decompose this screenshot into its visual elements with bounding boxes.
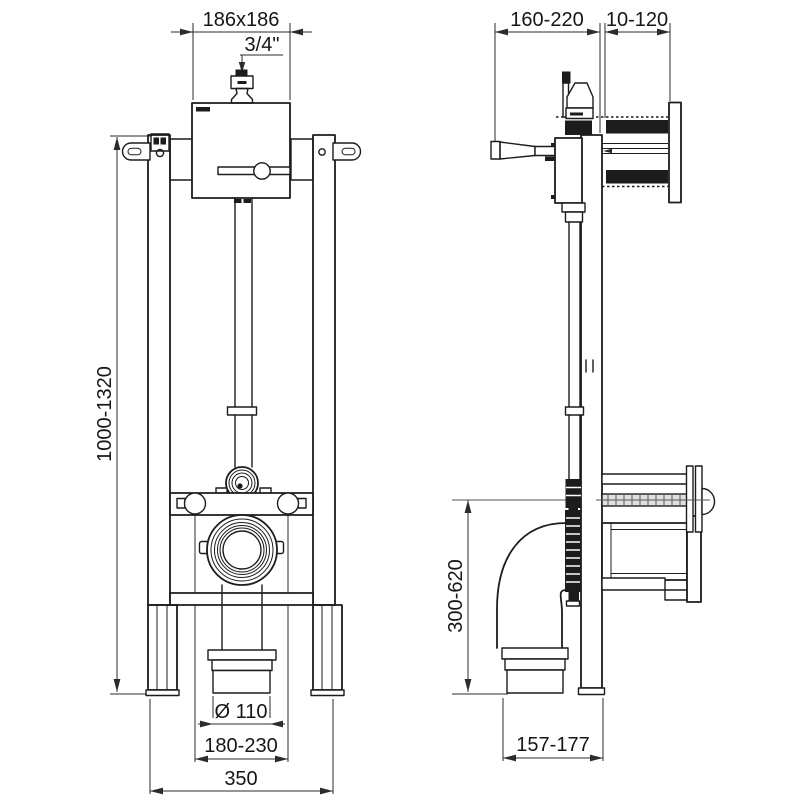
dim-bracket-depth: 160-220 <box>495 9 600 36</box>
bracket-bolt <box>318 148 326 156</box>
dome-cap <box>701 487 716 516</box>
lower-crossbar <box>169 592 314 606</box>
arrowhead <box>200 720 213 728</box>
foot-plate <box>310 689 345 697</box>
foot-plate <box>145 689 180 697</box>
arrowhead <box>590 754 603 762</box>
wall-flange-top <box>668 101 682 204</box>
dim-outlet-diameter: Ø 110 <box>198 696 285 728</box>
dim-label-frame-width: 350 <box>224 768 257 790</box>
dim-label-bracket-depth: 160-220 <box>510 9 583 31</box>
arrowhead <box>290 28 303 36</box>
dim-label-outlet-axis-height: 300-620 <box>445 559 467 632</box>
fixing-crossbar <box>169 487 314 516</box>
anchor-head <box>490 140 501 160</box>
socket-collar <box>207 649 277 661</box>
bend-socket <box>501 647 569 660</box>
outlet-connector <box>601 522 688 581</box>
pipe-clamp <box>565 479 581 508</box>
pipe-union <box>226 406 258 416</box>
wall-bracket-right <box>318 142 362 161</box>
outlet-pipe <box>207 584 277 694</box>
arrowhead <box>605 28 618 36</box>
dim-cistern-width: 186x186 <box>171 9 312 100</box>
dim-label-base-depth: 157-177 <box>516 734 589 756</box>
arrowhead <box>320 787 333 795</box>
waste-bend-front <box>198 514 285 586</box>
pipe-union-top <box>564 211 584 223</box>
pipe-union-mid <box>564 406 585 416</box>
foot-plate-side <box>577 687 606 696</box>
adjust-arrow <box>603 148 612 154</box>
water-inlet-valve-side <box>562 71 594 120</box>
dim-label-cistern-width: 186x186 <box>203 9 280 31</box>
water-inlet-valve <box>230 69 254 104</box>
support-bracket <box>601 577 688 601</box>
arrowhead <box>113 137 121 150</box>
bend-bolt-bottom <box>568 592 579 601</box>
arrowhead <box>150 787 163 795</box>
dim-label-inlet-connection: 3/4" <box>245 34 280 56</box>
wall-flange-bottom <box>686 515 702 603</box>
arrowhead <box>503 754 516 762</box>
flush-pipe <box>226 197 258 468</box>
dim-label-wall-distance: 10-120 <box>606 9 668 31</box>
dim-base-depth: 157-177 <box>502 698 604 762</box>
arrowhead <box>195 755 208 763</box>
bracket-slot <box>127 147 142 156</box>
dim-label-frame-height: 1000-1320 <box>94 366 116 462</box>
cistern-tank <box>191 102 291 199</box>
dim-frame-height: 1000-1320 <box>94 135 151 695</box>
arrowhead <box>275 755 288 763</box>
upper-support <box>601 473 689 485</box>
dim-wall-distance: 10-120 <box>605 9 670 36</box>
rod-guide-left <box>176 497 186 509</box>
clamp-bolt <box>155 148 165 158</box>
label-mark <box>196 107 210 112</box>
dim-label-outlet-diameter: Ø 110 <box>215 701 268 723</box>
clamp-screw <box>545 156 558 161</box>
flush-actuator-knob <box>253 162 271 180</box>
arrowhead <box>464 679 472 692</box>
access-sleeve <box>556 116 668 188</box>
arrowhead <box>587 28 600 36</box>
arrowhead <box>238 62 246 73</box>
arrowhead <box>657 28 670 36</box>
dim-outlet-axis-height: 300-620 <box>445 500 508 695</box>
waste-bend-side <box>496 502 581 694</box>
dim-bolt-spacing: 180-230 <box>195 735 288 763</box>
cistern-mount-right <box>290 138 314 181</box>
dim-inlet-connection: 3/4" <box>238 34 283 73</box>
flush-pipe-side <box>561 202 586 508</box>
rod-nuts <box>596 465 716 533</box>
bracket-slot <box>341 147 356 156</box>
arrowhead <box>464 500 472 513</box>
front-view: 186x186 3/4" 1000-1320 <box>94 9 362 795</box>
foot-right <box>310 604 345 697</box>
rod-guide-right <box>297 497 307 509</box>
arrowhead <box>113 679 121 692</box>
cistern-side <box>551 137 583 204</box>
arrowhead <box>270 720 283 728</box>
arrowhead <box>495 28 508 36</box>
bolt-hole-right <box>276 492 300 515</box>
rail-clamp <box>150 133 170 158</box>
side-view: 160-220 10-120 <box>445 9 716 762</box>
foot-left <box>145 604 180 697</box>
arrowhead <box>180 28 193 36</box>
bend-flange <box>565 510 581 592</box>
bend-bolt-top <box>568 502 578 510</box>
wall-bracket-left <box>121 142 151 161</box>
bolt-hole-left <box>183 492 207 515</box>
dim-frame-width: 350 <box>149 699 334 795</box>
dim-label-bolt-spacing: 180-230 <box>204 735 277 757</box>
